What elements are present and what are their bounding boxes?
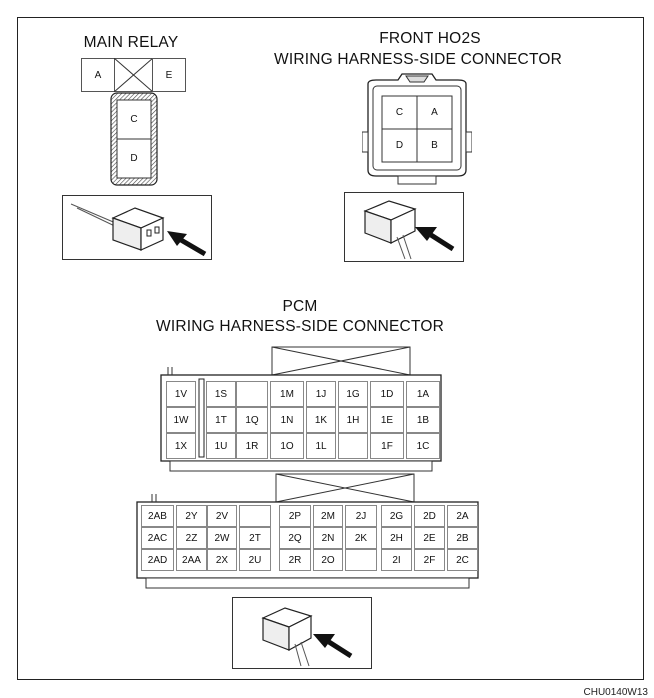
- pcm-connector2-pin-2u: 2U: [239, 549, 271, 571]
- pcm-connector2-pin-2t: 2T: [239, 527, 271, 549]
- pcm-connector2-pin-2d: 2D: [414, 505, 445, 527]
- ho2s-title-line2: WIRING HARNESS-SIDE CONNECTOR: [274, 51, 562, 68]
- pcm-connector2-pin-2w: 2W: [207, 527, 237, 549]
- main-relay-title: MAIN RELAY: [83, 34, 179, 51]
- pcm-connector1-pin-1d: 1D: [370, 381, 404, 407]
- pcm-connector1-pin-1o: 1O: [270, 433, 304, 459]
- ho2s-terminal-c: C: [395, 107, 404, 118]
- pcm-connector1-pin-1s: 1S: [206, 381, 236, 407]
- diagram-frame: [17, 17, 644, 680]
- pcm-connector2-pin-2i: 2I: [381, 549, 412, 571]
- pcm-connector1-pin-1e: 1E: [370, 407, 404, 433]
- pcm-connector1-pin-1a: 1A: [406, 381, 440, 407]
- pcm-connector2-pin-2c: 2C: [447, 549, 478, 571]
- pcm-connector2-pin-2b: 2B: [447, 527, 478, 549]
- pcm-connector2-pin-2ab: 2AB: [141, 505, 174, 527]
- pcm-connector1-pin-1r: 1R: [236, 433, 268, 459]
- ho2s-title-line1: FRONT HO2S: [379, 30, 481, 47]
- pcm-connector1-pin-1q: 1Q: [236, 407, 268, 433]
- pcm-connector1-pin-1b: 1B: [406, 407, 440, 433]
- pcm-probe-illustration: [232, 597, 372, 669]
- probe-connector-icon: [261, 607, 353, 667]
- pcm-connector2-pin-2p: 2P: [279, 505, 311, 527]
- ho2s-terminal-d: D: [395, 140, 404, 151]
- pcm-connector2-pin-2k: 2K: [345, 527, 377, 549]
- pcm-connector1-pin-1c: 1C: [406, 433, 440, 459]
- ho2s-terminal-a: A: [431, 107, 438, 118]
- pcm-connector2-pin-2h: 2H: [381, 527, 412, 549]
- pcm-connector2-pin-2ac: 2AC: [141, 527, 174, 549]
- pcm-connector2-pin-2x: 2X: [207, 549, 237, 571]
- main-relay-cross-cell: [114, 58, 153, 92]
- pcm-connector2-pin-2n: 2N: [313, 527, 343, 549]
- pcm-connector1-pin-1f: 1F: [370, 433, 404, 459]
- pcm-connector1-pin-1v: 1V: [166, 381, 196, 407]
- pcm-connector2-pin-2a: 2A: [447, 505, 478, 527]
- pcm-connector2-pin-2y: 2Y: [176, 505, 207, 527]
- pcm-connector2-pin-empty: [239, 505, 271, 527]
- pcm-connector1-pin-1m: 1M: [270, 381, 304, 407]
- ho2s-terminal-b: B: [431, 140, 438, 151]
- ho2s-connector-housing: [362, 73, 472, 185]
- pcm-connector2-pin-2e: 2E: [414, 527, 445, 549]
- pcm-connector2-pin-2ad: 2AD: [141, 549, 174, 571]
- pcm-connector2-pin-empty: [345, 549, 377, 571]
- pcm-connector2-pin-2q: 2Q: [279, 527, 311, 549]
- main-relay-cross-mark: [114, 58, 153, 92]
- probe-connector-icon: [363, 200, 455, 260]
- main-relay-terminal-c: C: [130, 114, 138, 125]
- pcm-connector1-pin-empty: [236, 381, 268, 407]
- pcm-connector1-pin-1t: 1T: [206, 407, 236, 433]
- ho2s-probe-illustration: [344, 192, 464, 262]
- figure-code: CHU0140W13: [583, 687, 648, 698]
- pcm-connector1-pin-1u: 1U: [206, 433, 236, 459]
- pcm-connector2-pin-2z: 2Z: [176, 527, 207, 549]
- pcm-connector2-pin-2m: 2M: [313, 505, 343, 527]
- pcm-connector2-pin-2aa: 2AA: [176, 549, 207, 571]
- pcm-connector2-pin-2v: 2V: [207, 505, 237, 527]
- pcm-connector1-pin-1k: 1K: [306, 407, 336, 433]
- main-relay-terminal-a: A: [81, 58, 115, 92]
- pcm-connector2-pin-2j: 2J: [345, 505, 377, 527]
- pcm-connector1-pin-1j: 1J: [306, 381, 336, 407]
- pcm-connector1-pin-1x: 1X: [166, 433, 196, 459]
- probe-connector-icon: [70, 203, 207, 257]
- pcm-title-line2: WIRING HARNESS-SIDE CONNECTOR: [156, 318, 444, 335]
- pcm-connector2-pin-2o: 2O: [313, 549, 343, 571]
- main-relay-terminal-e: E: [152, 58, 186, 92]
- pcm-connector1-pin-empty: [338, 433, 368, 459]
- pcm-connector1-pin-1l: 1L: [306, 433, 336, 459]
- pcm-title-line1: PCM: [282, 298, 318, 315]
- pcm-connector2-pin-2r: 2R: [279, 549, 311, 571]
- pcm-connector2-pin-2g: 2G: [381, 505, 412, 527]
- pcm-connector1-pin-1n: 1N: [270, 407, 304, 433]
- main-relay-probe-illustration: [62, 195, 212, 260]
- pcm-connector2-pin-2f: 2F: [414, 549, 445, 571]
- main-relay-housing: [110, 92, 158, 186]
- pcm-connector1-pin-1g: 1G: [338, 381, 368, 407]
- pcm-connector1-pin-1w: 1W: [166, 407, 196, 433]
- pcm-connector1-pin-1h: 1H: [338, 407, 368, 433]
- main-relay-terminal-d: D: [130, 153, 138, 164]
